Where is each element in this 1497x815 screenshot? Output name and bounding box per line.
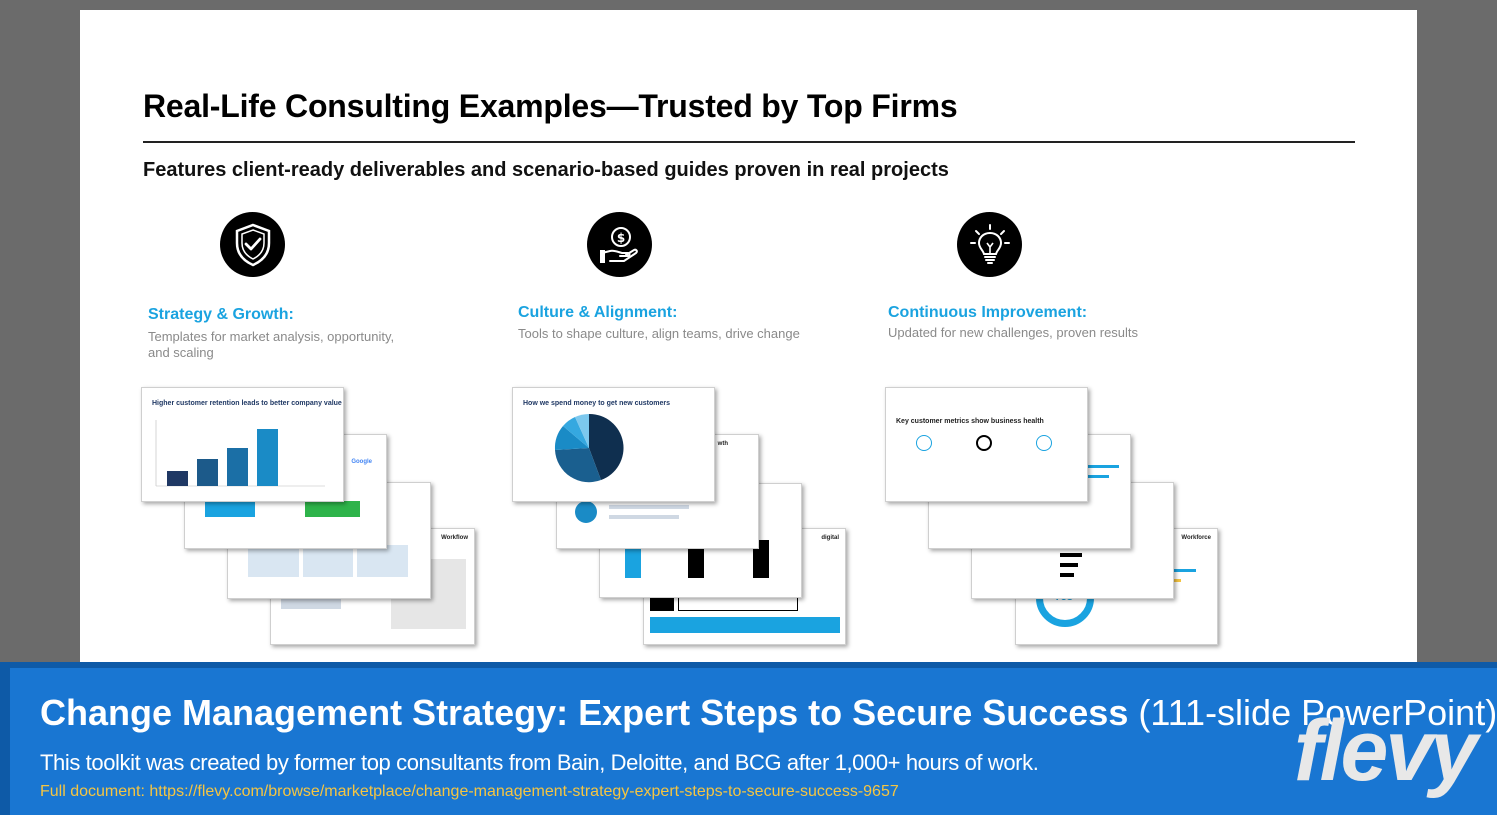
thumbnail-heading: wth: [717, 441, 728, 447]
shield-check-icon: [220, 212, 285, 277]
footer-banner: Change Management Strategy: Expert Steps…: [0, 662, 1497, 815]
slide-thumbnail: Key customer metrics show business healt…: [885, 387, 1088, 502]
thumbnail-title: How we spend money to get new customers: [523, 400, 671, 407]
retention-bar-chart: [155, 420, 325, 487]
document-title: Change Management Strategy: Expert Steps…: [40, 692, 1497, 734]
svg-text:$: $: [616, 231, 624, 245]
flevy-logo: flevy: [1293, 703, 1478, 799]
culture-alignment-heading: Culture & Alignment:: [518, 304, 678, 321]
thumbnail-heading: Workforce: [1181, 535, 1211, 541]
thumbnail-heading: Google: [351, 459, 372, 465]
spend-pie-chart: [554, 413, 624, 483]
thumbnail-heading: Workflow: [441, 535, 468, 541]
thumbnail-title: Key customer metrics show business healt…: [896, 418, 1044, 425]
strategy-growth-heading: Strategy & Growth:: [148, 306, 294, 323]
thumbnail-heading: digital: [821, 535, 839, 541]
hand-dollar-icon: $: [587, 212, 652, 277]
document-link[interactable]: Full document: https://flevy.com/browse/…: [40, 783, 899, 800]
culture-alignment-description: Tools to shape culture, align teams, dri…: [518, 326, 800, 341]
title-divider: [143, 141, 1355, 143]
slide-thumbnail: How we spend money to get new customers: [512, 387, 715, 502]
slide-title: Real-Life Consulting Examples—Trusted by…: [143, 88, 958, 124]
document-description: This toolkit was created by former top c…: [40, 750, 1039, 775]
banner-panel: Change Management Strategy: Expert Steps…: [10, 668, 1497, 815]
continuous-improvement-description: Updated for new challenges, proven resul…: [888, 325, 1139, 340]
continuous-improvement-heading: Continuous Improvement:: [888, 304, 1088, 321]
slide-thumbnail: Higher customer retention leads to bette…: [141, 387, 344, 502]
lightbulb-icon: [957, 212, 1022, 277]
thumbnail-title: Higher customer retention leads to bette…: [152, 400, 342, 407]
slide-canvas: Real-Life Consulting Examples—Trusted by…: [80, 10, 1417, 670]
document-title-main: Change Management Strategy: Expert Steps…: [40, 692, 1129, 733]
document-title-slide-count: (111-slide PowerPoint): [1128, 692, 1497, 733]
strategy-growth-description: Templates for market analysis, opportuni…: [148, 329, 395, 360]
slide-subtitle: Features client-ready deliverables and s…: [143, 159, 949, 181]
